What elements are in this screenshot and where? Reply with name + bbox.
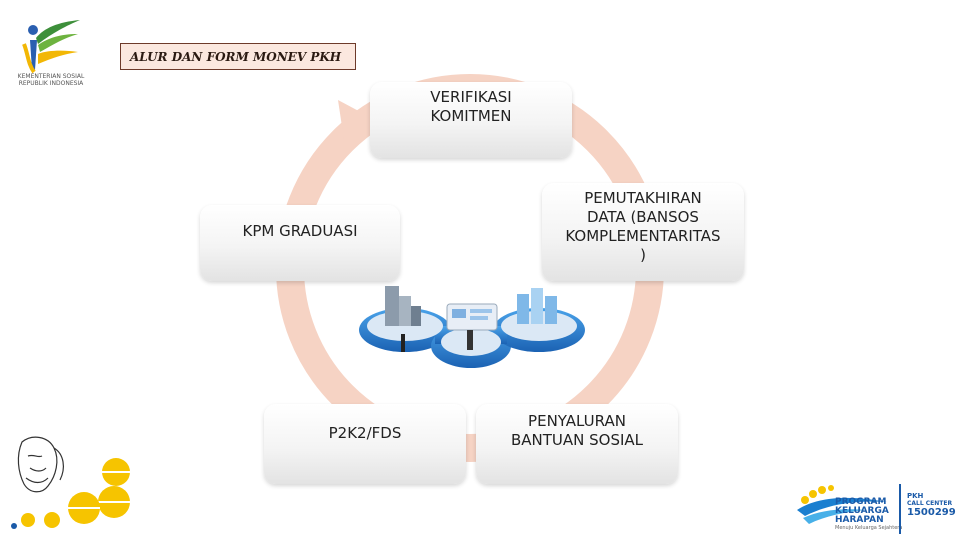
pkh-brand: PKH	[907, 492, 924, 500]
node-pemutakhiran-label: PEMUTAKHIRAN DATA (BANSOS KOMPLEMENTARIT…	[542, 189, 744, 265]
node-penyaluran-line-2: BANTUAN SOSIAL	[510, 431, 644, 449]
node-verifikasi-komitmen: VERIFIKASI KOMITMEN	[370, 82, 572, 158]
page-title: ALUR DAN FORM MONEV PKH	[130, 50, 342, 64]
node-pemutakhiran-line-1: PEMUTAKHIRAN	[584, 189, 702, 207]
program-line-3: HARAPAN	[835, 515, 884, 525]
program-line-2: KELUARGA	[835, 506, 889, 516]
call-center-block: PKH CALL CENTER 1500299	[907, 492, 956, 518]
cycle-arrow-head	[338, 100, 368, 140]
program-tagline: Menuju Keluarga Sejahtera	[835, 525, 903, 531]
center-illustration	[359, 286, 585, 368]
node-kpm-line-1: KPM GRADUASI	[242, 222, 358, 240]
logo-caption: KEMENTERIAN SOSIAL REPUBLIK INDONESIA	[17, 73, 85, 87]
node-verifikasi-line-2: KOMITMEN	[430, 107, 512, 125]
title-box: ALUR DAN FORM MONEV PKH	[120, 43, 356, 70]
program-name: PROGRAM KELUARGA HARAPAN Menuju Keluarga…	[835, 497, 903, 532]
node-penyaluran-label: PENYALURAN BANTUAN SOSIAL	[476, 412, 678, 450]
pkh-footer-logo: PROGRAM KELUARGA HARAPAN Menuju Keluarga…	[795, 480, 960, 538]
node-kpm-label: KPM GRADUASI	[200, 222, 400, 241]
node-p2k2-label: P2K2/FDS	[264, 424, 466, 443]
call-center-label: CALL CENTER	[907, 500, 953, 507]
node-p2k2-line-1: P2K2/FDS	[328, 424, 402, 442]
node-penyaluran-bantuan: PENYALURAN BANTUAN SOSIAL	[476, 404, 678, 484]
node-penyaluran-line-1: PENYALURAN	[528, 412, 626, 430]
call-center-number: 1500299	[907, 507, 956, 518]
node-pemutakhiran-data: PEMUTAKHIRAN DATA (BANSOS KOMPLEMENTARIT…	[542, 183, 744, 281]
footer-divider	[899, 484, 901, 534]
program-line-1: PROGRAM	[835, 497, 887, 507]
node-pemutakhiran-line-2: DATA (BANSOS	[587, 208, 699, 226]
node-p2k2-fds: P2K2/FDS	[264, 404, 466, 484]
node-pemutakhiran-line-3: KOMPLEMENTARITAS	[565, 227, 721, 245]
node-kpm-graduasi: KPM GRADUASI	[200, 205, 400, 281]
node-verifikasi-line-1: VERIFIKASI	[430, 88, 512, 106]
node-pemutakhiran-line-4: )	[640, 246, 646, 264]
decorative-sketch-and-dots	[11, 436, 130, 529]
node-verifikasi-label: VERIFIKASI KOMITMEN	[370, 88, 572, 126]
ministry-logo	[14, 14, 90, 90]
